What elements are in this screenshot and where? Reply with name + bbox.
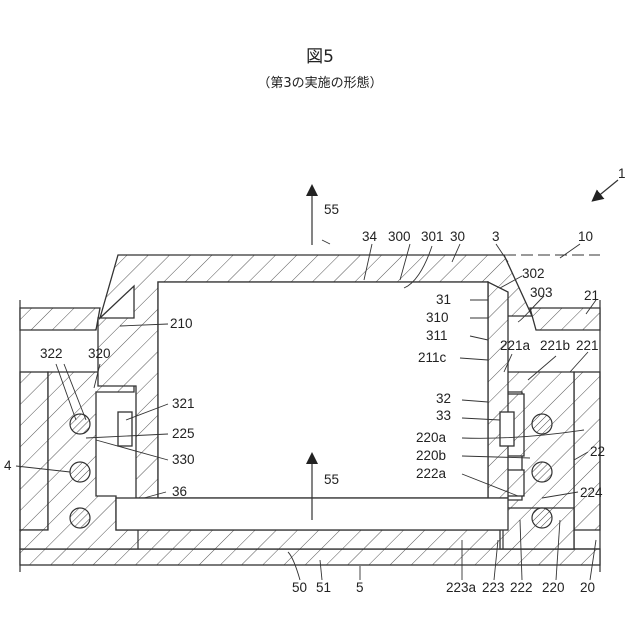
label-32: 32 xyxy=(436,391,451,406)
label-221b: 221b xyxy=(540,338,570,353)
label-220b: 220b xyxy=(416,448,446,463)
label-222a: 222a xyxy=(416,466,447,481)
label-220a: 220a xyxy=(416,430,447,445)
label-4: 4 xyxy=(4,458,12,473)
label-302: 302 xyxy=(522,266,545,281)
label-55-mid: 55 xyxy=(324,472,339,487)
label-221: 221 xyxy=(576,338,599,353)
label-320: 320 xyxy=(88,346,111,361)
label-310: 310 xyxy=(426,310,449,325)
label-33: 33 xyxy=(436,408,451,423)
label-322: 322 xyxy=(40,346,63,361)
label-34: 34 xyxy=(362,229,378,244)
slot-321 xyxy=(118,412,132,446)
label-20: 20 xyxy=(580,580,595,595)
label-21: 21 xyxy=(584,288,599,303)
label-221a: 221a xyxy=(500,338,531,353)
label-300: 300 xyxy=(388,229,411,244)
label-55-top: 55 xyxy=(324,202,339,217)
label-321: 321 xyxy=(172,396,195,411)
label-3: 3 xyxy=(492,229,500,244)
label-224: 224 xyxy=(580,485,603,500)
label-223a: 223a xyxy=(446,580,477,595)
label-31: 31 xyxy=(436,292,451,307)
label-22: 22 xyxy=(590,444,605,459)
label-30: 30 xyxy=(450,229,465,244)
label-220: 220 xyxy=(542,580,565,595)
label-222: 222 xyxy=(510,580,533,595)
label-225: 225 xyxy=(172,426,195,441)
label-330: 330 xyxy=(172,452,195,467)
label-36: 36 xyxy=(172,484,187,499)
label-10: 10 xyxy=(578,229,593,244)
label-50: 50 xyxy=(292,580,307,595)
label-211c: 211c xyxy=(418,350,447,365)
slot-33 xyxy=(500,412,514,446)
label-301: 301 xyxy=(421,229,444,244)
label-5: 5 xyxy=(356,580,364,595)
label-1: 1 xyxy=(618,166,626,181)
arrow-1 xyxy=(596,180,618,198)
label-51: 51 xyxy=(316,580,331,595)
label-303: 303 xyxy=(530,285,553,300)
label-210: 210 xyxy=(170,316,193,331)
label-223: 223 xyxy=(482,580,505,595)
label-311: 311 xyxy=(426,328,448,343)
base-plate-5 xyxy=(20,549,600,565)
